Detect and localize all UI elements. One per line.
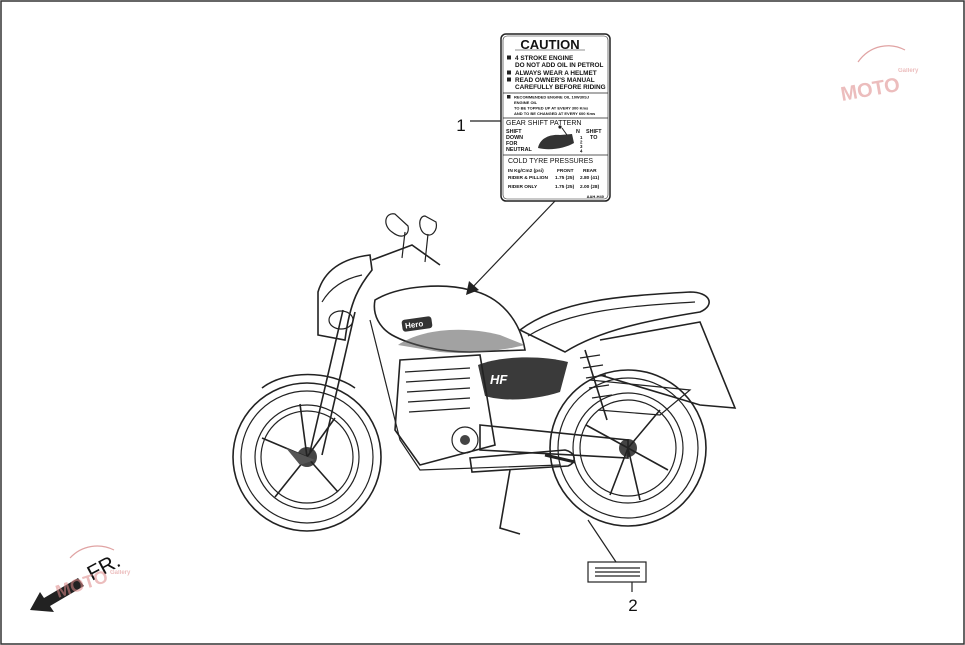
- tyre-row-1-rear: 2.80 (41): [580, 175, 600, 181]
- caution-label: CAUTION 4 STROKE ENGINE DO NOT ADD OIL I…: [500, 33, 611, 202]
- tyre-row-2-front: 1.75 (25): [555, 184, 575, 190]
- fuel-tank: [373, 285, 526, 353]
- gear-num-3: 3: [580, 144, 583, 149]
- gear-right-1: SHIFT: [586, 129, 602, 135]
- motorcycle-illustration: Hero HF: [232, 213, 737, 535]
- watermark-top-right: MOTO Gallery: [839, 45, 919, 106]
- handlebar: [371, 244, 441, 266]
- warning-5: CAREFULLY BEFORE RIDING: [515, 84, 606, 91]
- tank-brand-logo: Hero: [405, 319, 424, 330]
- tyre-row-1-label: RIDER & PILLION: [508, 175, 549, 181]
- left-mirror: [385, 213, 409, 237]
- watermark-text-2: MOTO: [53, 566, 110, 602]
- tyre-header-rear: REAR: [583, 168, 597, 174]
- side-stand: [499, 469, 521, 535]
- gear-left-4: NEUTRAL: [506, 147, 532, 153]
- oil-line-3: TO BE TOPPED UP AT EVERY 300 Kms: [514, 106, 589, 111]
- front-wheel: [232, 382, 382, 532]
- callout-2: 2: [587, 519, 647, 615]
- gear-num-2: 2: [580, 140, 583, 145]
- oil-line-1: RECOMMENDED ENGINE OIL 10W30SJ: [514, 95, 589, 100]
- tyre-pressure-title: COLD TYRE PRESSURES: [508, 158, 593, 165]
- warning-1: 4 STROKE ENGINE: [515, 55, 574, 62]
- watermark-text-1: MOTO: [839, 74, 902, 106]
- tail-section: [599, 321, 737, 409]
- watermark-bottom-left: MOTO Gallery: [53, 545, 131, 602]
- gear-pedal-pictogram: [538, 125, 574, 150]
- side-panel-decal: [478, 357, 568, 400]
- tyre-row-1-front: 1.75 (25): [555, 175, 575, 181]
- oil-line-2: ENGINE OIL: [514, 100, 538, 105]
- warning-2: DO NOT ADD OIL IN PETROL: [515, 62, 604, 69]
- frame: [369, 319, 561, 471]
- tyre-row-2-label: RIDER ONLY: [508, 184, 538, 190]
- gear-shift-title: GEAR SHIFT PATTERN: [506, 120, 581, 127]
- tyre-header-front: FRONT: [557, 168, 574, 174]
- callout-1: 1: [456, 116, 556, 295]
- foot-rest: [544, 453, 576, 464]
- gear-left-2: DOWN: [506, 135, 523, 141]
- silencer: [469, 449, 575, 473]
- gear-num-1: 1: [580, 135, 583, 140]
- gear-num-4: 4: [580, 149, 583, 154]
- engine: [394, 354, 496, 466]
- gear-n: N: [576, 129, 580, 135]
- gear-left-3: FOR: [506, 141, 517, 147]
- rear-shock: [584, 349, 608, 421]
- tyre-header-unit: IN Kg/Cm2 (psi): [508, 168, 544, 174]
- gear-right-2: TO: [590, 135, 597, 141]
- warning-3: ALWAYS WEAR A HELMET: [515, 70, 597, 77]
- right-mirror: [419, 215, 437, 236]
- callout-2-number: 2: [628, 596, 637, 615]
- watermark-sub-1: Gallery: [898, 68, 919, 74]
- label-part-code: AAH-H40: [587, 194, 605, 199]
- rear-wheel: [549, 369, 707, 527]
- tyre-row-2-rear: 2.00 (28): [580, 184, 600, 190]
- chain-cover: [479, 424, 629, 459]
- model-decal: HF: [490, 372, 508, 387]
- callout-1-arrowhead: [466, 281, 479, 295]
- seat: [518, 291, 710, 353]
- caution-title: CAUTION: [520, 37, 579, 52]
- front-fork: [309, 309, 356, 456]
- warning-4: READ OWNER'S MANUAL: [515, 77, 595, 84]
- headlight: [328, 310, 354, 330]
- gear-left-1: SHIFT: [506, 129, 522, 135]
- watermark-sub-2: Gallery: [110, 570, 131, 576]
- callout-1-number: 1: [456, 116, 465, 135]
- front-arrow-icon: [30, 578, 84, 612]
- saree-guard: [589, 379, 692, 416]
- oil-line-4: AND TO BE CHANGED AT EVERY 600 Kms: [514, 111, 596, 116]
- headlight-cowl: [317, 254, 373, 341]
- front-fender: [261, 373, 356, 389]
